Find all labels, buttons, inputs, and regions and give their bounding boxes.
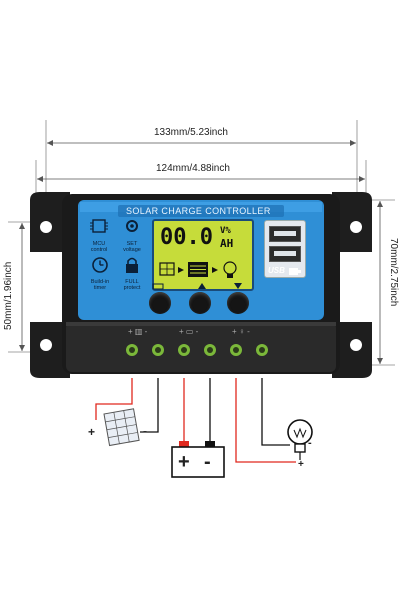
usb-port-block xyxy=(264,220,306,278)
solar-positive-wire xyxy=(95,378,133,420)
build-in-timer-label: Build-in timer xyxy=(90,279,110,291)
mcu-control-icon xyxy=(90,219,108,233)
set-voltage-icon xyxy=(126,220,138,232)
mcu-control-tile: MCU control xyxy=(86,218,112,253)
build-in-timer-icon xyxy=(92,257,108,273)
light-bulb-icon xyxy=(287,419,313,460)
load-minus-sign: - xyxy=(308,437,312,449)
usb-port-2[interactable] xyxy=(269,246,301,262)
lcd-arrow-icon-2 xyxy=(212,267,218,273)
terminal-screw-1 xyxy=(126,344,138,356)
terminal-screw-5 xyxy=(230,344,242,356)
set-voltage-label: SET voltage xyxy=(123,241,141,253)
outer-width-label: 133mm/5.23inch xyxy=(154,127,228,138)
load-plus-sign: + xyxy=(298,459,304,470)
usb-logo-text: USB xyxy=(268,266,285,275)
solar-minus-sign: - xyxy=(143,424,147,438)
load-positive-wire xyxy=(235,378,296,463)
terminal-screw-6 xyxy=(256,344,268,356)
full-protect-icon xyxy=(126,257,138,273)
lcd-battery-icon xyxy=(188,262,208,277)
solar-panel-icon xyxy=(103,408,140,447)
solar-negative-wire xyxy=(140,378,159,433)
lcd-arrow-icon xyxy=(178,267,184,273)
up-button[interactable] xyxy=(189,292,211,314)
set-voltage-tile: SET voltage xyxy=(118,218,146,253)
menu-button[interactable] xyxy=(149,292,171,314)
button-labels xyxy=(152,283,242,290)
mcu-control-label: MCU control xyxy=(90,241,108,253)
lcd-value: 00.0 xyxy=(160,225,213,250)
load-negative-wire xyxy=(261,378,290,446)
usb-port-1[interactable] xyxy=(269,226,301,242)
lcd-sun-panel-icon xyxy=(159,262,175,276)
solar-terminal-symbol: + ▥ - xyxy=(128,327,148,336)
build-in-timer-tile: Build-in timer xyxy=(86,256,114,291)
full-protect-label: FULL protect xyxy=(123,279,141,291)
lcd-display: 00.0 V% AH xyxy=(152,219,254,291)
lcd-unit-bottom: AH xyxy=(220,237,234,250)
terminal-screw-4 xyxy=(204,344,216,356)
down-button[interactable] xyxy=(227,292,249,314)
load-terminal-symbol: + ♀ - xyxy=(232,327,250,336)
controller-title: SOLAR CHARGE CONTROLLER xyxy=(126,206,271,216)
terminal-screw-3 xyxy=(178,344,190,356)
battery-terminal-symbol: + ▭ - xyxy=(179,327,199,336)
battery-icon xyxy=(171,441,225,478)
solar-plus-sign: + xyxy=(88,425,96,439)
battery-plus-sign: + xyxy=(178,451,190,473)
battery-minus-sign: - xyxy=(204,451,211,473)
lcd-bulb-icon xyxy=(223,261,237,278)
button-row xyxy=(152,283,242,290)
full-protect-tile: FULL protect xyxy=(118,256,146,291)
lcd-unit-top: V% xyxy=(220,226,231,236)
inner-width-label: 124mm/4.88inch xyxy=(156,163,230,174)
terminal-screws xyxy=(126,344,268,356)
usb-plug-icon xyxy=(289,268,301,275)
lcd-flow-icons xyxy=(159,261,237,278)
terminal-screw-2 xyxy=(152,344,164,356)
